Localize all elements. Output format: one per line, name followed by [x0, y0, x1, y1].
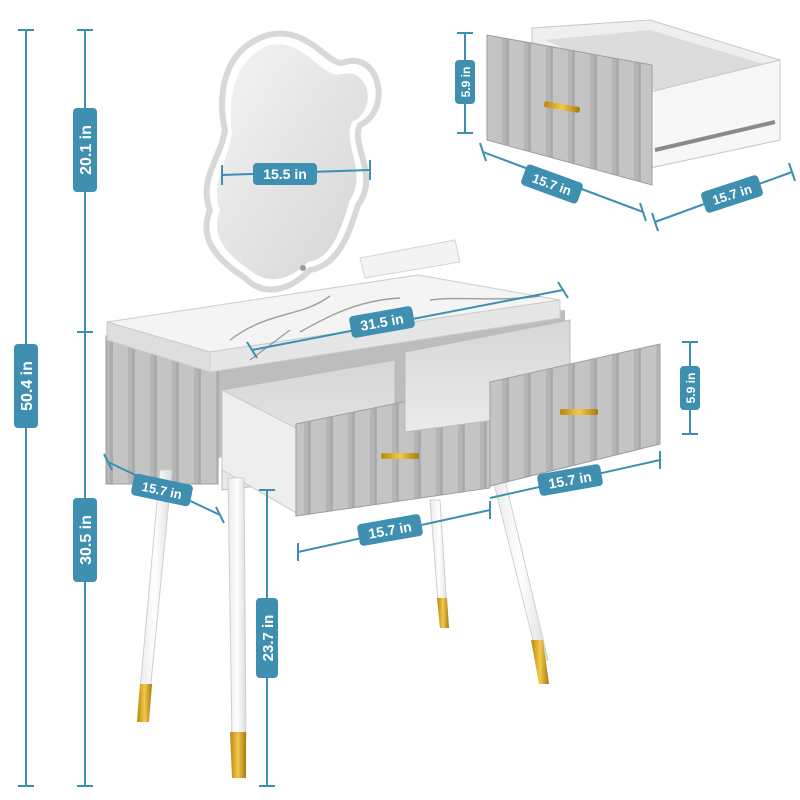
leg-front-left-inner — [137, 469, 173, 713]
detail-drawer-height-label: 5.9 in — [459, 67, 473, 98]
backsplash — [359, 239, 461, 279]
drawer-front-height-label: 5.9 in — [684, 373, 698, 404]
leg-back-right — [492, 479, 549, 661]
vanity-table — [105, 239, 661, 778]
drawer-detail — [486, 19, 781, 186]
leg-front-left-inner-cap — [137, 684, 152, 722]
detail-drawer-slide — [654, 120, 776, 152]
mirror-height-label: 20.1 in — [78, 125, 95, 175]
marble-veins — [229, 295, 541, 361]
total-height-label: 50.4 in — [19, 361, 36, 411]
detail-drawer-handle — [544, 101, 580, 113]
cloud-mirror — [203, 30, 382, 293]
mirror-width-label: 15.5 in — [263, 166, 307, 182]
touch-sensor-icon — [300, 265, 306, 271]
right-drawer-handle — [560, 409, 598, 415]
leg-back-left-cap — [437, 598, 449, 628]
leg-front-main-cap — [230, 732, 246, 778]
dimension-labels: 50.4 in 20.1 in 30.5 in 23.7 in 15.5 in … — [14, 60, 763, 678]
mirror-glass — [216, 44, 368, 280]
leg-front-main — [227, 477, 247, 741]
left-drawer-width-label: 15.7 in — [367, 518, 413, 541]
right-drawer-width-label: 15.7 in — [547, 468, 593, 491]
tabletop-side — [106, 321, 211, 373]
leg-back-right-cap — [531, 640, 549, 684]
leg-height-label: 23.7 in — [260, 615, 277, 662]
left-drawer-handle — [381, 453, 419, 459]
tabletop-width-label: 31.5 in — [359, 310, 405, 333]
table-height-label: 30.5 in — [78, 515, 95, 565]
